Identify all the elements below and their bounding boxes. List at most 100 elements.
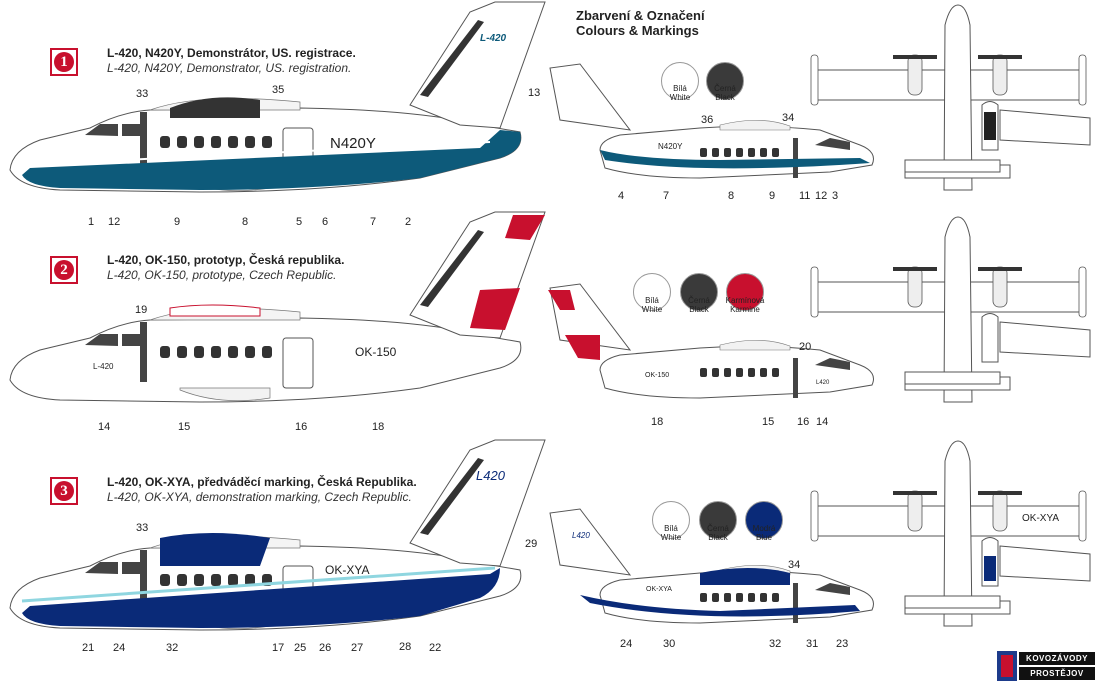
svg-text:7: 7	[663, 190, 669, 202]
scheme-1-title: L-420, N420Y, Demonstrátor, US. registra…	[107, 46, 356, 60]
swatch-white-1	[661, 62, 699, 100]
scheme-3-subtitle: L-420, OK-XYA, demonstration marking, Cz…	[107, 490, 412, 504]
svg-text:5: 5	[296, 216, 302, 228]
svg-text:28: 28	[399, 641, 411, 653]
svg-text:30: 30	[663, 638, 675, 650]
svg-text:19: 19	[135, 304, 147, 316]
svg-text:24: 24	[113, 642, 125, 654]
svg-text:21: 21	[82, 642, 94, 654]
svg-text:17: 17	[272, 642, 284, 654]
scheme-2-title: L-420, OK-150, prototyp, Česká republika…	[107, 253, 345, 267]
scheme-1-side-view: N420Y L-420	[9, 1, 546, 193]
scheme-3-bottom-view	[904, 537, 1091, 609]
svg-text:35: 35	[272, 84, 284, 96]
colours-heading-cz: Zbarvení & Označení	[576, 8, 705, 23]
scheme-1-badge: 1	[50, 48, 78, 76]
scheme-1-right-registration: N420Y	[658, 142, 683, 151]
scheme-2-nose-text-right: L420	[816, 380, 830, 386]
scheme-3-right-registration: OK-XYA	[646, 586, 672, 593]
scheme-3-wing-registration: OK-XYA	[1022, 513, 1059, 524]
svg-text:15: 15	[762, 416, 774, 428]
svg-text:26: 26	[319, 642, 331, 654]
colours-heading-en: Colours & Markings	[576, 23, 699, 38]
svg-text:27: 27	[351, 642, 363, 654]
svg-text:1: 1	[88, 216, 94, 228]
svg-text:14: 14	[816, 416, 828, 428]
svg-text:25: 25	[294, 642, 306, 654]
svg-text:13: 13	[528, 87, 540, 99]
scheme-2-side-view: OK-150 L-420	[9, 211, 546, 403]
svg-text:8: 8	[728, 190, 734, 202]
scheme-2-nose-text: L-420	[93, 362, 114, 371]
svg-text:34: 34	[782, 112, 794, 124]
scheme-3-badge: 3	[50, 477, 78, 505]
svg-text:3: 3	[832, 190, 838, 202]
svg-text:9: 9	[769, 190, 775, 202]
swatch-blue-3	[745, 501, 783, 539]
svg-text:2: 2	[405, 216, 411, 228]
swatch-black-2	[680, 273, 718, 311]
swatch-white-3	[652, 501, 690, 539]
scheme-1-callouts: 33 35 1 12 9 8 5 6 7 2 13 36 34 4 7 8 9 …	[88, 84, 838, 228]
svg-text:33: 33	[136, 522, 148, 534]
swatch-black-1	[706, 62, 744, 100]
scheme-3-tail-text: L420	[476, 468, 506, 483]
scheme-2-bottom-view	[904, 313, 1091, 385]
svg-text:29: 29	[525, 538, 537, 550]
scheme-3-title: L-420, OK-XYA, předváděcí marking, Česká…	[107, 475, 417, 489]
svg-text:32: 32	[166, 642, 178, 654]
svg-text:31: 31	[806, 638, 818, 650]
svg-text:16: 16	[295, 421, 307, 433]
svg-text:34: 34	[788, 559, 800, 571]
svg-text:4: 4	[618, 190, 624, 202]
scheme-3-right-view: OK-XYA L420	[549, 508, 874, 624]
swatch-carmine-2	[726, 273, 764, 311]
scheme-1-right-view: N420Y	[549, 63, 874, 179]
svg-text:23: 23	[836, 638, 848, 650]
svg-text:36: 36	[701, 114, 713, 126]
scheme-2-badge: 2	[50, 256, 78, 284]
svg-text:8: 8	[242, 216, 248, 228]
svg-text:9: 9	[174, 216, 180, 228]
svg-text:12: 12	[815, 190, 827, 202]
svg-text:18: 18	[372, 421, 384, 433]
scheme-1-subtitle: L-420, N420Y, Demonstrator, US. registra…	[107, 61, 352, 75]
scheme-3-side-view: OK-XYA L420	[9, 439, 546, 631]
svg-text:11: 11	[799, 190, 810, 202]
svg-text:6: 6	[322, 216, 328, 228]
scheme-3-right-tail: L420	[572, 531, 590, 540]
svg-text:32: 32	[769, 638, 781, 650]
svg-text:7: 7	[370, 216, 376, 228]
svg-text:16: 16	[797, 416, 809, 428]
svg-text:33: 33	[136, 88, 148, 100]
svg-text:12: 12	[108, 216, 120, 228]
scheme-3-callouts: 33 21 24 32 17 25 26 27 28 22 29 34 24 3…	[82, 522, 848, 654]
scheme-2-right-registration: OK-150	[645, 372, 669, 379]
svg-text:20: 20	[799, 341, 811, 353]
scheme-2-registration: OK-150	[355, 345, 397, 359]
scheme-3-registration: OK-XYA	[325, 563, 369, 577]
scheme-3-top-view: OK-XYA	[810, 440, 1087, 627]
scheme-2-callouts: 19 14 15 16 18 20 18 15 16 14	[98, 304, 828, 433]
scheme-1-tail-text: L-420	[480, 33, 507, 44]
svg-text:24: 24	[620, 638, 632, 650]
scheme-1-bottom-view	[904, 101, 1091, 173]
svg-text:15: 15	[178, 421, 190, 433]
scheme-2-right-view: OK-150 L420	[548, 283, 874, 399]
svg-text:14: 14	[98, 421, 110, 433]
scheme-2-subtitle: L-420, OK-150, prototype, Czech Republic…	[107, 268, 337, 282]
scheme-1-registration: N420Y	[330, 135, 376, 152]
kovozavody-logo: KOVOZÁVODY PROSTĚJOV	[997, 651, 1097, 681]
swatch-white-2	[633, 273, 671, 311]
svg-text:22: 22	[429, 642, 441, 654]
